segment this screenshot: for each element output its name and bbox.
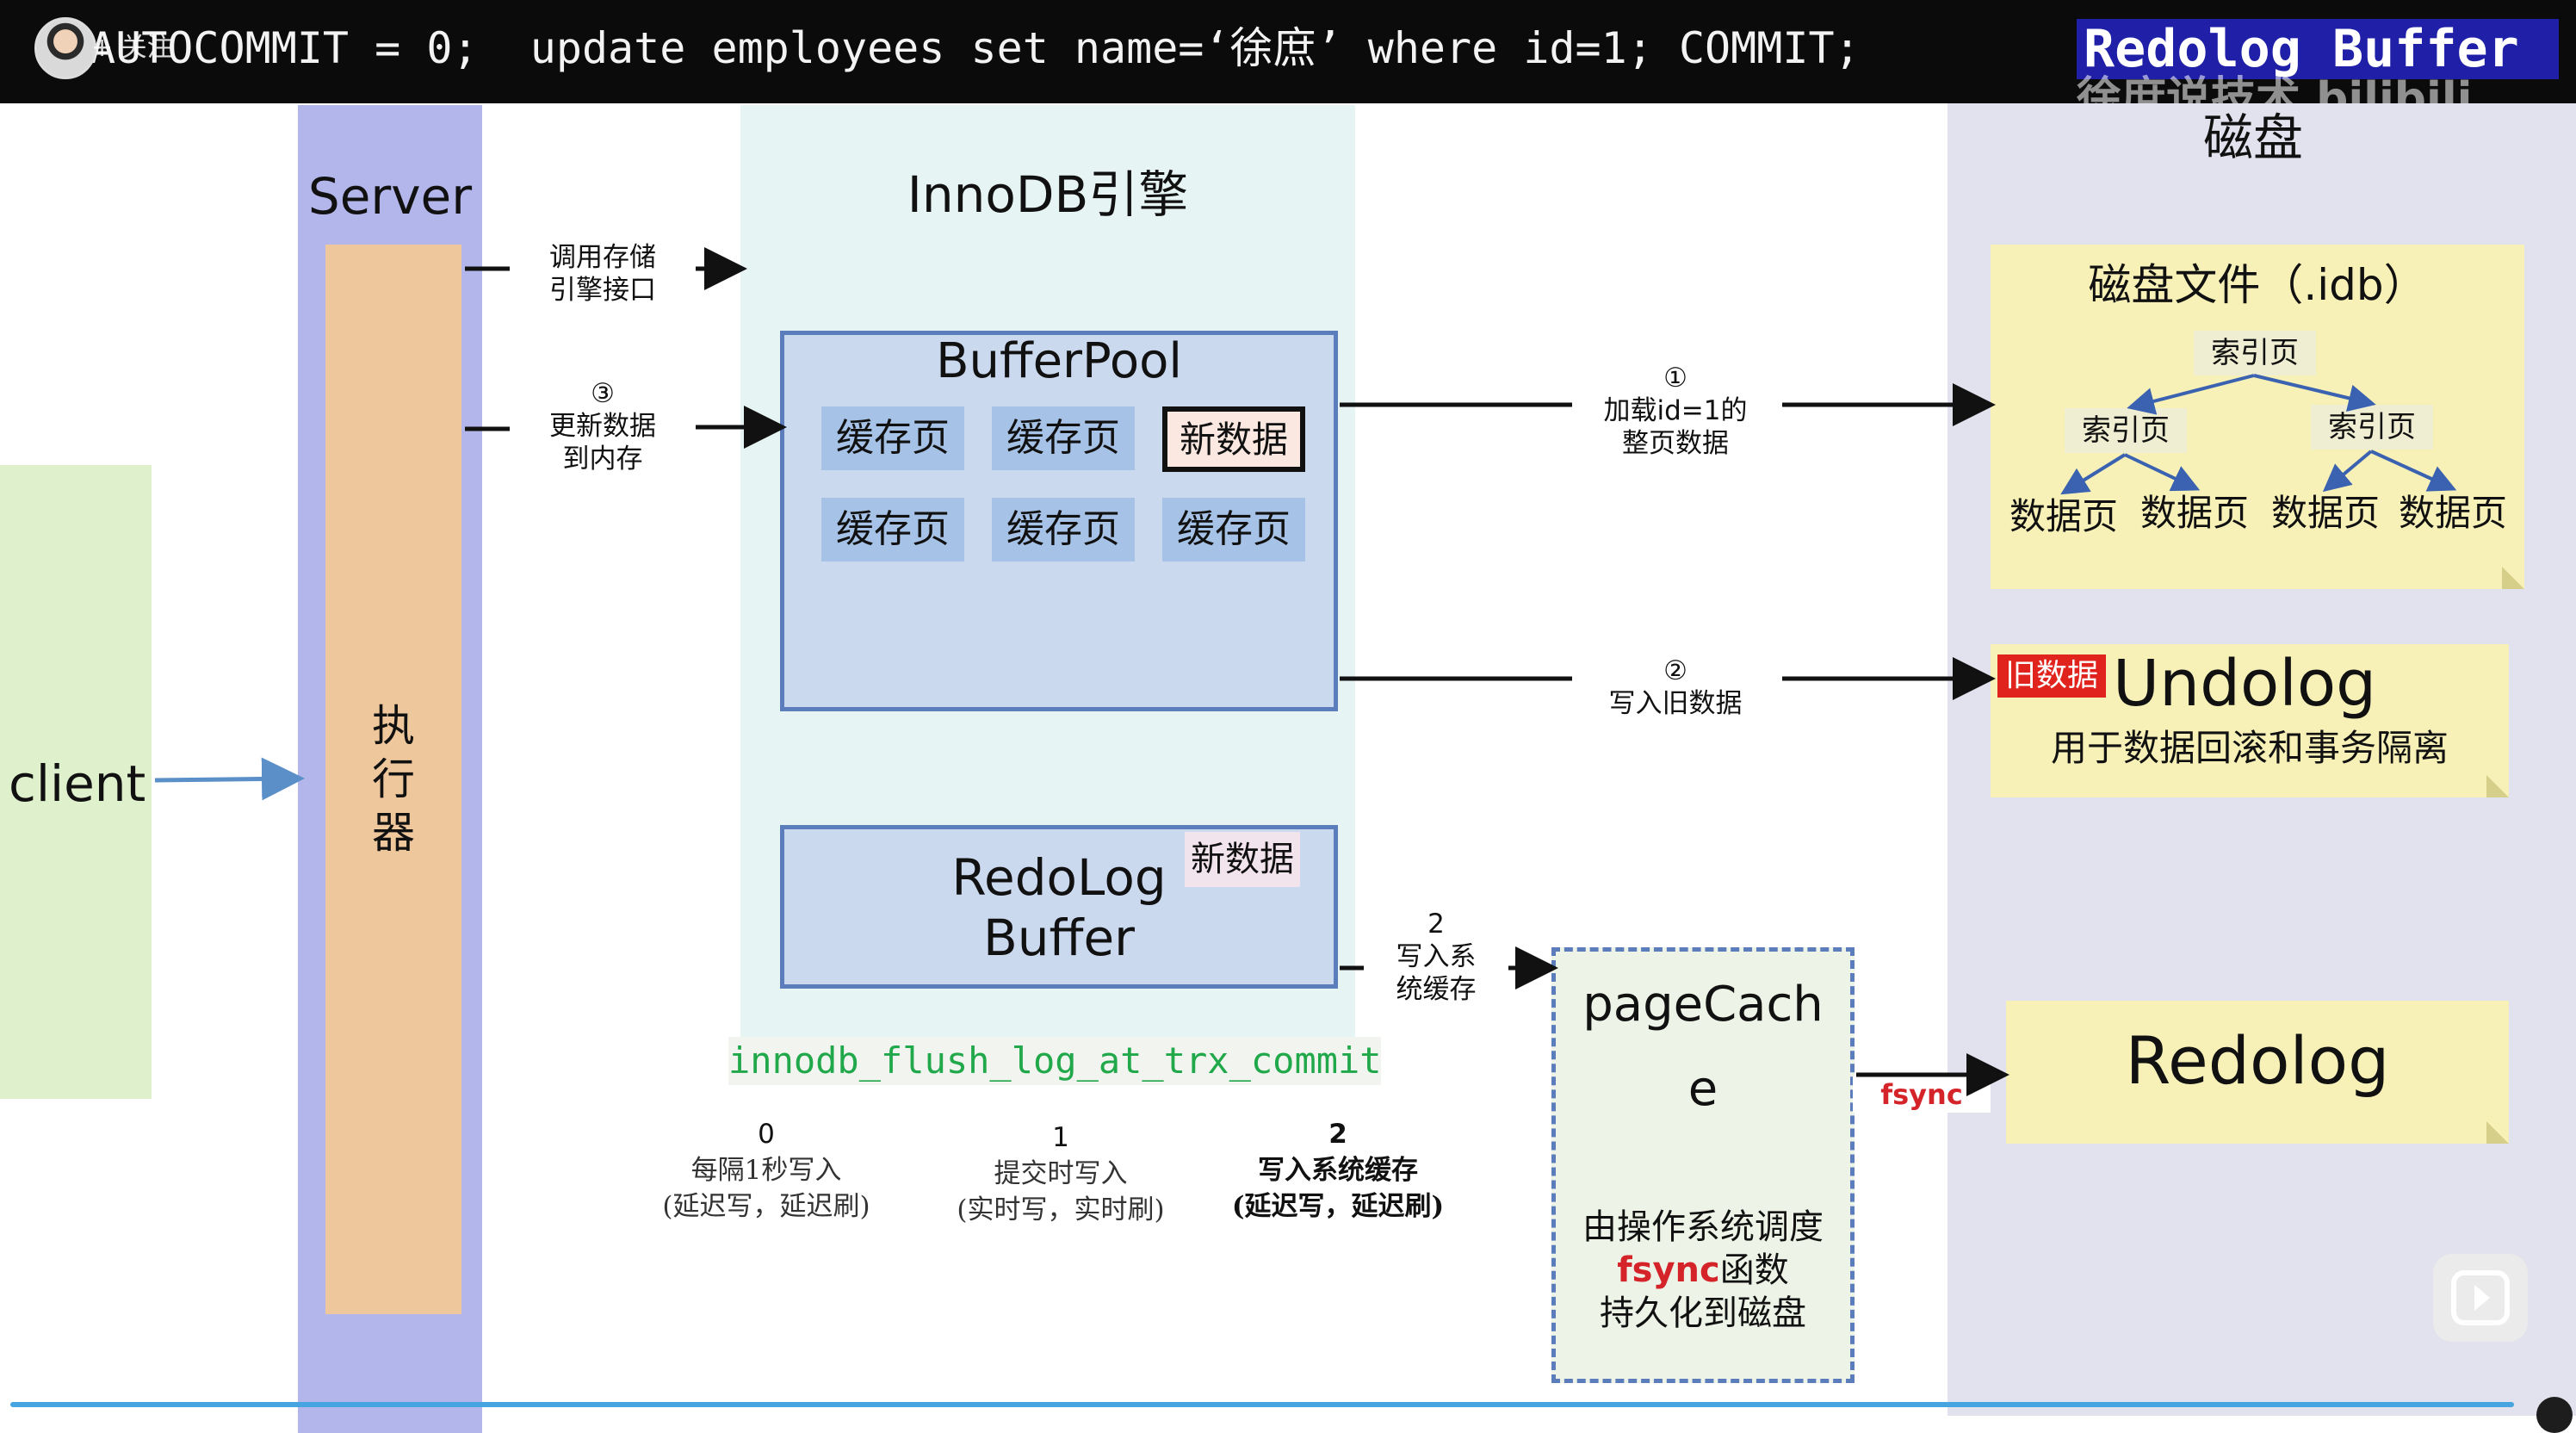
flush-option-value: 0 [758, 1119, 775, 1150]
client-label: client [9, 754, 146, 813]
data-page: 数据页 [2270, 492, 2380, 534]
uploader-avatar[interactable] [34, 17, 96, 79]
tree-edge [2322, 450, 2373, 493]
data-page: 数据页 [2139, 492, 2249, 534]
index-page-root: 索引页 [2194, 331, 2316, 375]
flush-option-1: 1 提交时写入 (实时写，实时刷) [940, 1120, 1181, 1228]
redolog-title: Redolog [2125, 1022, 2390, 1099]
write-system-cache-label: 2 写入系 统缓存 [1396, 909, 1477, 1005]
flush-option-value: 2 [1328, 1119, 1347, 1150]
tree-edge [2127, 374, 2255, 415]
call-engine-label: 调用存储 引擎接口 [549, 242, 656, 306]
page-cache-title: pageCach e [1582, 977, 1824, 1117]
page-cache-desc-line: 由操作系统调度 [1582, 1207, 1824, 1247]
note-fold [2502, 567, 2524, 589]
client-arrow [154, 757, 305, 801]
page-cache-desc-line: 持久化到磁盘 [1600, 1293, 1806, 1333]
note-fold [2486, 1121, 2509, 1144]
bufferpool-title: BufferPool [936, 333, 1182, 389]
tree-edge [2124, 453, 2201, 492]
function-text: 函数 [1719, 1250, 1789, 1290]
disk-label: 磁盘 [2202, 109, 2303, 167]
new-data-page: 新数据 [1162, 406, 1305, 472]
update-memory-label: ③ 更新数据 到内存 [549, 378, 656, 475]
client-column [0, 465, 152, 1099]
page-cache-desc-line: fsync函数 [1551, 1249, 1855, 1292]
slide-title: Redolog Buffer [2077, 19, 2559, 79]
page-cache-desc: 由操作系统调度 fsync函数 持久化到磁盘 [1551, 1206, 1855, 1335]
play-icon [2451, 1270, 2510, 1325]
cache-page: 缓存页 [1162, 498, 1305, 561]
executor-label: 执 行 器 [372, 701, 415, 858]
danmaku-icon[interactable] [2536, 1397, 2573, 1433]
redolog-buffer-label: RedoLog Buffer [951, 848, 1167, 967]
cache-page: 缓存页 [992, 406, 1135, 470]
flush-option-value: 1 [1052, 1122, 1069, 1153]
note-fold [2486, 775, 2509, 797]
data-page: 数据页 [2398, 492, 2507, 534]
innodb-label: InnoDB引擎 [907, 165, 1189, 224]
executor-block [325, 245, 461, 1314]
write-old-label: ② 写入旧数据 [1608, 655, 1743, 719]
cache-page: 缓存页 [992, 498, 1135, 561]
page-cache-box [1551, 947, 1855, 1383]
fsync-text: fsync [1617, 1250, 1720, 1290]
server-label: Server [307, 167, 473, 226]
flush-option-2: 2 写入系统缓存 (延迟写，延迟刷) [1217, 1116, 1458, 1225]
flush-log-param: innodb_flush_log_at_trx_commit [728, 1037, 1382, 1085]
sql-statement: AUTOCOMMIT = 0; update employees set nam… [90, 23, 1861, 73]
video-progress-bar[interactable] [10, 1402, 2514, 1407]
undolog-desc: 用于数据回滚和事务隔离 [2050, 727, 2449, 769]
flush-option-note: (实时写，实时刷) [957, 1194, 1165, 1225]
tree-edge [2253, 374, 2376, 412]
load-page-label: ① 加载id=1的 整页数据 [1603, 363, 1748, 459]
index-page: 索引页 [2311, 405, 2433, 450]
redolog-new-data-tag: 新数据 [1185, 832, 1300, 887]
flush-option-note: (延迟写，延迟刷) [1231, 1191, 1445, 1222]
old-data-badge: 旧数据 [1997, 654, 2106, 698]
flush-option-note: (延迟写，延迟刷) [662, 1191, 870, 1222]
tree-edge [2060, 453, 2127, 495]
flush-option-desc: 每隔1秒写入 [690, 1155, 842, 1186]
index-page: 索引页 [2065, 408, 2187, 453]
idb-file-title: 磁盘文件（.idb） [2088, 260, 2427, 310]
tree-edge [2370, 450, 2457, 492]
flush-option-0: 0 每隔1秒写入 (延迟写，延迟刷) [646, 1116, 887, 1225]
data-page: 数据页 [2009, 495, 2118, 537]
redolog-note [2006, 1001, 2509, 1144]
cache-page: 缓存页 [821, 406, 964, 470]
play-button[interactable] [2433, 1254, 2528, 1342]
undolog-title: Undolog [2113, 647, 2377, 721]
flush-option-desc: 写入系统缓存 [1258, 1155, 1418, 1186]
flush-option-desc: 提交时写入 [994, 1158, 1128, 1189]
follow-button[interactable]: + 关注 [91, 33, 173, 63]
cache-page: 缓存页 [821, 498, 964, 561]
